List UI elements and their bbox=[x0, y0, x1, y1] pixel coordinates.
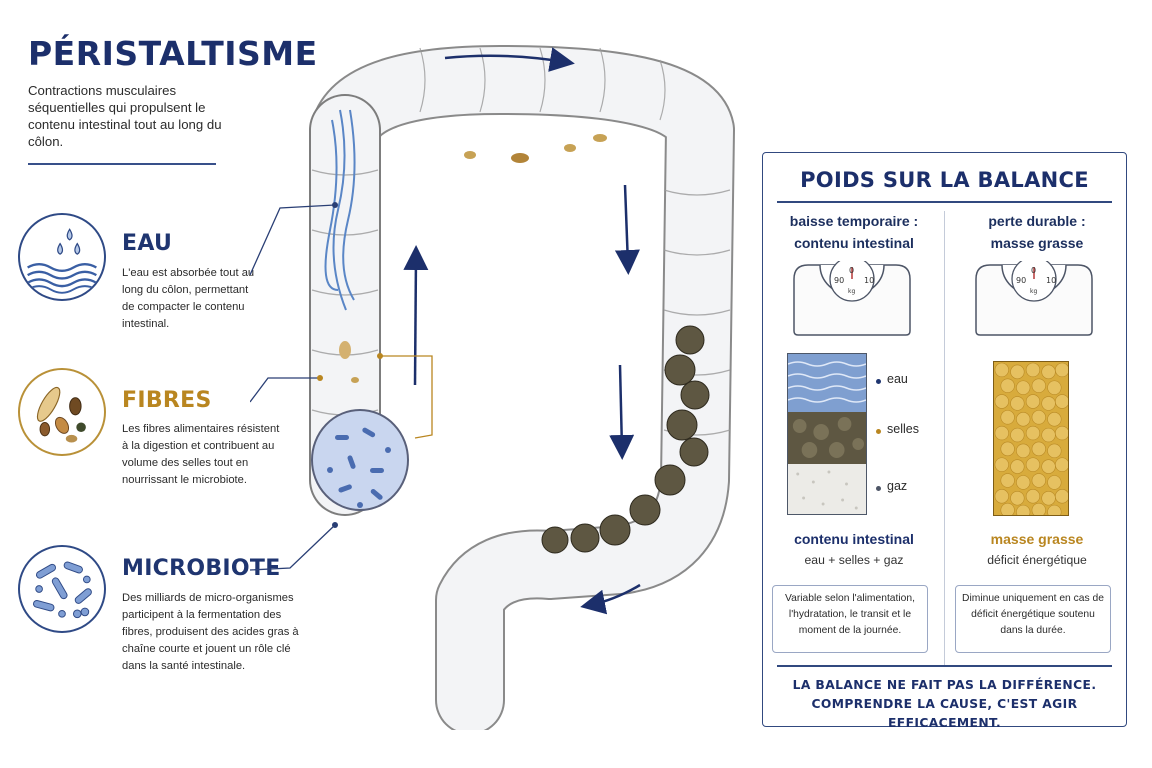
fibres-seeds-icon bbox=[18, 368, 106, 456]
left-subtext: eau + selles + gaz bbox=[804, 553, 904, 567]
panel-title: POIDS SUR LA BALANCE bbox=[800, 168, 1089, 192]
section-title-eau: EAU bbox=[122, 231, 173, 256]
water-layer bbox=[788, 354, 866, 412]
fat-mass-block bbox=[993, 361, 1069, 516]
gas-layer bbox=[788, 464, 866, 514]
layer-marker bbox=[876, 486, 881, 491]
right-note-box: Diminue uniquement en cas de déficit éne… bbox=[955, 585, 1111, 653]
section-title-fibres: FIBRES bbox=[122, 388, 212, 413]
page-title: PÉRISTALTISME bbox=[28, 34, 318, 73]
title-divider bbox=[28, 163, 216, 165]
section-text-microbiote: Des milliards de micro-organismes partic… bbox=[122, 592, 299, 672]
left-note-box: Variable selon l'alimentation, l'hydrata… bbox=[772, 585, 928, 653]
left-column-heading: baisse temporaire : contenu intestinal bbox=[789, 213, 919, 251]
section-text-eau: L'eau est absorbée tout au long du côlon… bbox=[122, 267, 255, 330]
bacteria-icon bbox=[18, 545, 106, 633]
water-drops-icon bbox=[18, 213, 106, 301]
scale-unit: kg bbox=[1030, 288, 1037, 295]
right-subtext: déficit énergétique bbox=[987, 553, 1087, 567]
bathroom-scale-icon: 90 0 10 kg bbox=[968, 261, 1100, 337]
stool-layer bbox=[788, 412, 866, 464]
panel-column-divider bbox=[944, 211, 945, 667]
left-subtitle: contenu intestinal bbox=[794, 531, 914, 547]
colon-illustration bbox=[250, 45, 735, 730]
scale-tick-right: 10 bbox=[864, 276, 874, 285]
scale-unit: kg bbox=[848, 288, 855, 295]
scale-tick-left: 90 bbox=[1016, 276, 1026, 285]
panel-footer: LA BALANCE NE FAIT PAS LA DIFFÉRENCE. CO… bbox=[792, 678, 1097, 730]
bathroom-scale-icon: 90 0 10 kg bbox=[786, 261, 918, 337]
intro-text: Contractions musculaires séquentielles q… bbox=[28, 83, 222, 149]
scale-tick-right: 10 bbox=[1046, 276, 1056, 285]
layer-marker bbox=[876, 429, 881, 434]
layer-label-selles: selles bbox=[887, 422, 919, 436]
scale-tick-left: 90 bbox=[834, 276, 844, 285]
intestinal-content-stack bbox=[787, 353, 867, 515]
right-subtitle: masse grasse bbox=[990, 531, 1084, 547]
layer-marker bbox=[876, 379, 881, 384]
weight-panel: POIDS SUR LA BALANCE baisse temporaire :… bbox=[762, 152, 1127, 730]
layer-label-eau: eau bbox=[887, 372, 908, 386]
section-text-fibres: Les fibres alimentaires résistent à la d… bbox=[122, 423, 280, 486]
panel-title-rule bbox=[777, 201, 1112, 203]
scale-tick-center: 0 bbox=[1031, 266, 1036, 275]
right-column-heading: perte durable : masse grasse bbox=[988, 213, 1086, 251]
section-title-microbiote: MICROBIOTE bbox=[122, 556, 281, 581]
scale-tick-center: 0 bbox=[849, 266, 854, 275]
footer-rule bbox=[777, 665, 1112, 667]
layer-label-gaz: gaz bbox=[887, 479, 908, 493]
